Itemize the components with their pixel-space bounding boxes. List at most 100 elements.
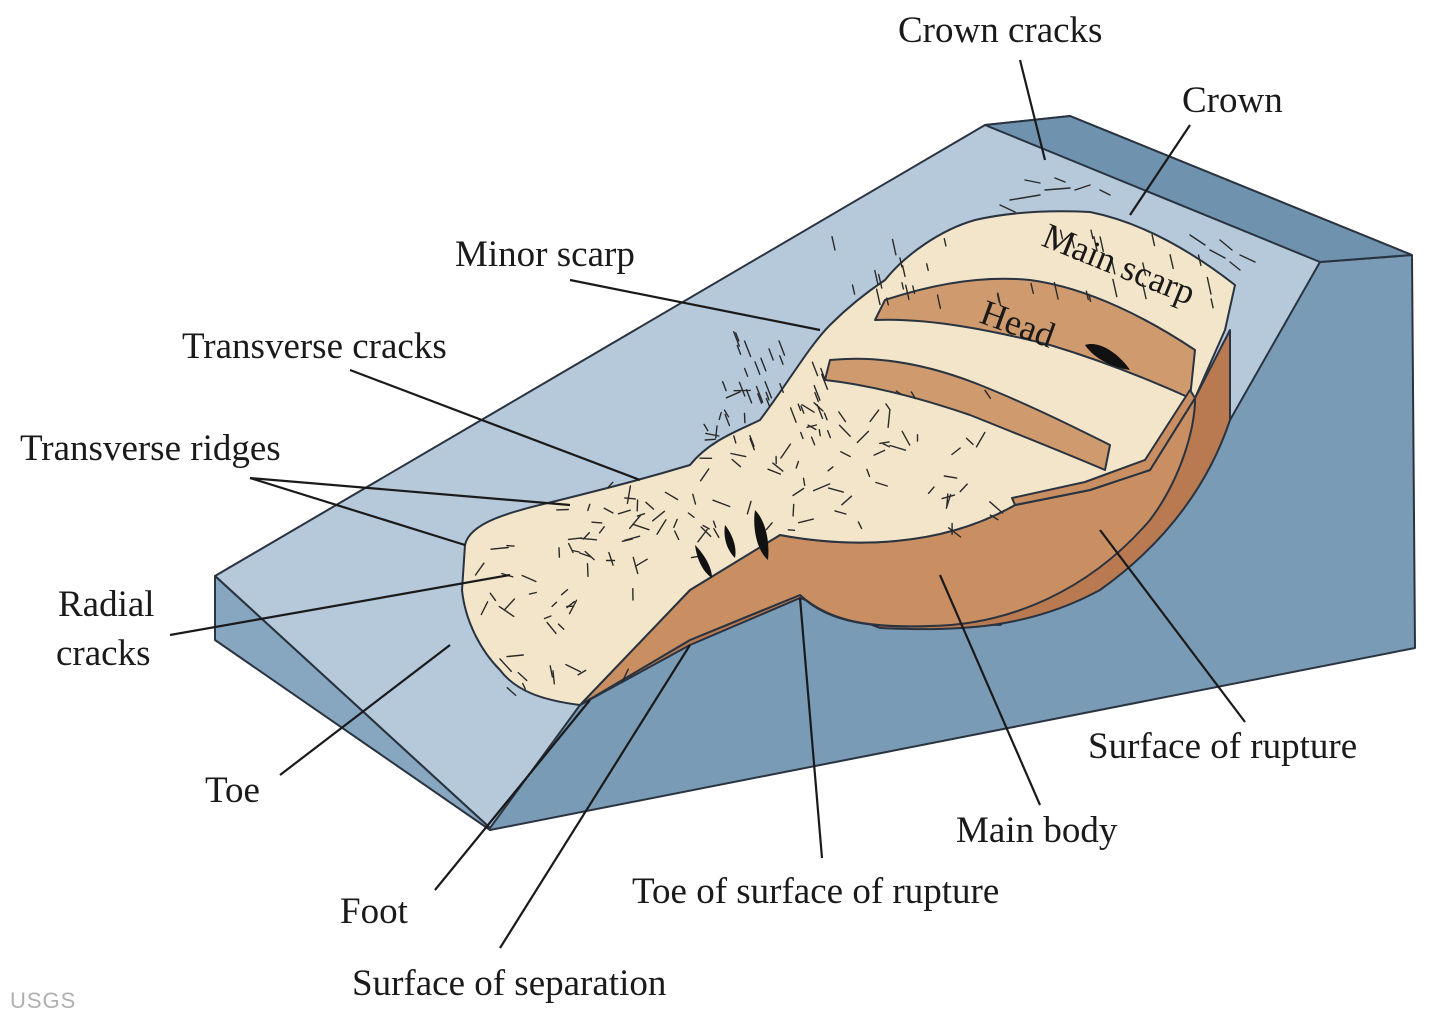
crack-mark (474, 562, 485, 576)
crack-mark (787, 529, 796, 531)
crack-mark (838, 411, 847, 423)
crack-mark (489, 592, 497, 602)
crack-mark (617, 509, 631, 515)
leader-toe (279, 644, 451, 776)
crack-mark (568, 599, 578, 615)
label-radial-cracks-line2: cracks (56, 633, 151, 674)
crack-mark (673, 518, 678, 529)
crack-mark (567, 537, 583, 541)
crack-mark (624, 535, 641, 541)
crack-mark (1141, 282, 1147, 300)
crack-mark (1053, 281, 1059, 300)
leader-crown-cracks (1018, 59, 1047, 161)
crack-mark (887, 409, 891, 428)
crack-mark (1210, 298, 1214, 309)
opening-1 (754, 510, 769, 560)
crack-mark (702, 524, 710, 530)
crack-mark (591, 521, 603, 524)
crack-mark (816, 404, 824, 420)
crack-mark (910, 391, 916, 400)
usgs-credit: USGS (10, 988, 76, 1013)
crack-mark (838, 424, 851, 437)
crack-mark (891, 238, 897, 256)
crack-mark (506, 544, 515, 547)
crack-mark (866, 468, 871, 478)
crack-mark (806, 424, 818, 428)
crack-mark (879, 441, 890, 445)
crack-mark (901, 430, 911, 446)
crack-mark (557, 623, 565, 630)
crack-mark (989, 514, 999, 521)
crack-mark (754, 361, 761, 376)
opening-head (1085, 344, 1130, 370)
crack-mark (767, 468, 782, 475)
crack-mark (1085, 290, 1090, 301)
crack-mark (549, 665, 554, 678)
crack-mark (504, 598, 516, 611)
crack-mark (743, 367, 749, 377)
crack-mark (840, 451, 851, 458)
crack-mark (621, 668, 629, 684)
crack-mark (943, 475, 958, 479)
crack-mark (552, 670, 555, 685)
crack-mark (882, 443, 891, 448)
crack-mark (577, 669, 587, 676)
leader-crown (1129, 124, 1191, 216)
crack-mark (941, 494, 956, 500)
crack-mark (772, 462, 784, 472)
crack-mark (768, 348, 774, 361)
crack-mark (959, 483, 968, 493)
lower-block-band (1011, 389, 1196, 506)
label-transverse-ridges: Transverse ridges (20, 428, 281, 469)
leader-lines (169, 59, 1246, 949)
crack-mark (827, 487, 844, 493)
opening-2 (724, 525, 736, 558)
crack-mark (703, 423, 709, 432)
leader-toe-of-surface-of-rupture (798, 597, 824, 859)
leader-transverse-ridges-a (249, 476, 571, 507)
crack-mark (1099, 236, 1105, 253)
crack-mark (841, 495, 853, 506)
crack-mark (834, 510, 847, 515)
labels: Crown cracks Crown Minor scarp Transvers… (10, 10, 1357, 1013)
crack-mark (797, 403, 802, 412)
crack-mark (543, 615, 552, 620)
crack-mark (989, 501, 1004, 514)
crack-mark (656, 519, 667, 535)
crack-mark (749, 438, 755, 451)
crack-mark (730, 452, 747, 458)
crack-mark (723, 409, 730, 418)
crack-mark (598, 526, 605, 534)
crack-mark (1142, 262, 1147, 276)
crack-mark (712, 499, 731, 508)
crack-mark (856, 430, 870, 444)
crack-mark (827, 466, 834, 472)
crack-mark (713, 528, 720, 539)
leader-transverse-cracks (349, 368, 641, 482)
label-toe: Toe (205, 770, 260, 811)
crack-mark (1088, 293, 1092, 302)
crack-mark (779, 355, 784, 365)
crack-mark (812, 483, 831, 492)
crack-mark (811, 361, 819, 377)
crack-mark (652, 510, 666, 522)
crack-mark (807, 424, 817, 431)
crack-mark (795, 460, 800, 469)
leader-surface-of-separation (499, 644, 691, 949)
crack-mark (745, 389, 753, 404)
leader-minor-scarp (569, 278, 821, 332)
crack-mark (579, 537, 598, 541)
crack-mark (1093, 235, 1098, 252)
crack-mark (1110, 257, 1116, 275)
crack-mark (801, 404, 815, 413)
crack-mark (792, 503, 795, 517)
crack-mark (886, 297, 889, 306)
crack-mark (699, 468, 710, 482)
crack-mark (820, 367, 826, 381)
crack-mark (831, 235, 836, 251)
crack-mark (895, 390, 903, 396)
crack-mark (1071, 237, 1075, 249)
crack-mark (875, 481, 888, 487)
label-minor-scarp: Minor scarp (455, 234, 635, 275)
crack-mark (936, 294, 942, 310)
